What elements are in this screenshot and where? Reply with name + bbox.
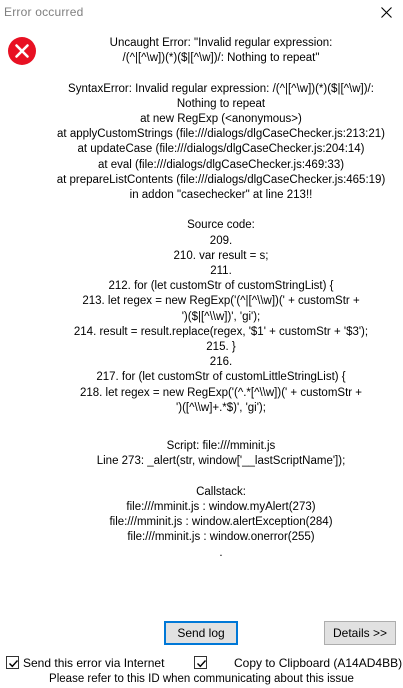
script-path: Script: file:///mminit.js <box>166 440 276 453</box>
script-line-info: Line 273: _alert(str, window['__lastScri… <box>96 455 346 468</box>
source-line: 218. let regex = new RegExp('(^.*[^\\w])… <box>79 386 363 399</box>
stack-trace-line: in addon "casechecker" at line 213!! <box>129 189 313 202</box>
callstack-line: file:///mminit.js : window.alertExceptio… <box>109 516 333 529</box>
callstack-line: file:///mminit.js : window.onerror(255) <box>127 531 315 544</box>
callstack-line: . <box>219 546 223 559</box>
syntax-error-line: SyntaxError: Invalid regular expression:… <box>68 82 374 95</box>
source-line: 217. for (let customStr of customLittleS… <box>96 371 346 384</box>
source-line: 211. <box>210 265 232 278</box>
source-line: 210. var result = s; <box>173 249 269 262</box>
callstack-line: file:///mminit.js : window.myAlert(273) <box>126 501 316 514</box>
close-icon <box>381 7 392 18</box>
title-bar: Error occurred <box>0 0 403 26</box>
details-button[interactable]: Details >> <box>324 621 396 645</box>
send-error-label[interactable]: Send this error via Internet <box>23 656 165 670</box>
window-title: Error occurred <box>4 5 84 19</box>
stack-trace-line: at applyCustomStrings (file:///dialogs/d… <box>57 128 385 141</box>
source-line: 209. <box>209 234 233 247</box>
source-line: 214. result = result.replace(regex, '$1'… <box>73 325 369 338</box>
close-button[interactable] <box>369 0 403 26</box>
error-message: Uncaught Error: "Invalid regular express… <box>42 36 400 561</box>
source-line: 213. let regex = new RegExp('(^|[^\\w])(… <box>82 295 360 308</box>
send-log-button[interactable]: Send log <box>164 621 238 645</box>
error-header-line: Uncaught Error: "Invalid regular express… <box>109 37 333 49</box>
checkmark-icon <box>197 660 207 668</box>
copy-clipboard-label[interactable]: Copy to Clipboard (A14AD4BB) <box>234 656 403 670</box>
error-header-line: /(^|[^\w])(*)($|[^\w])/: Nothing to repe… <box>122 52 320 65</box>
source-line: 212. for (let customStr of customStringL… <box>108 280 334 293</box>
source-line: ')($|[^\\w])', 'gi'); <box>181 310 261 323</box>
copy-clipboard-checkbox[interactable] <box>194 656 207 669</box>
error-circle-icon <box>8 37 36 65</box>
callstack-label: Callstack: <box>196 485 246 498</box>
stack-trace-line: at updateCase (file:///dialogs/dlgCaseCh… <box>77 143 365 156</box>
source-line: ')([^\\w]+.*$)', 'gi'); <box>176 401 266 414</box>
source-line: 216. <box>209 356 233 369</box>
footer-note: Please refer to this ID when communicati… <box>49 673 354 685</box>
source-line: 215. } <box>206 341 236 354</box>
source-code-label: Source code: <box>187 219 255 232</box>
checkmark-icon <box>9 660 19 668</box>
stack-trace-line: at eval (file:///dialogs/dlgCaseChecker.… <box>97 158 345 171</box>
syntax-error-line: Nothing to repeat <box>176 97 266 110</box>
send-error-checkbox[interactable] <box>6 656 19 669</box>
stack-trace-line: at prepareListContents (file:///dialogs/… <box>56 173 386 186</box>
stack-trace-line: at new RegExp (<anonymous>) <box>140 113 302 125</box>
